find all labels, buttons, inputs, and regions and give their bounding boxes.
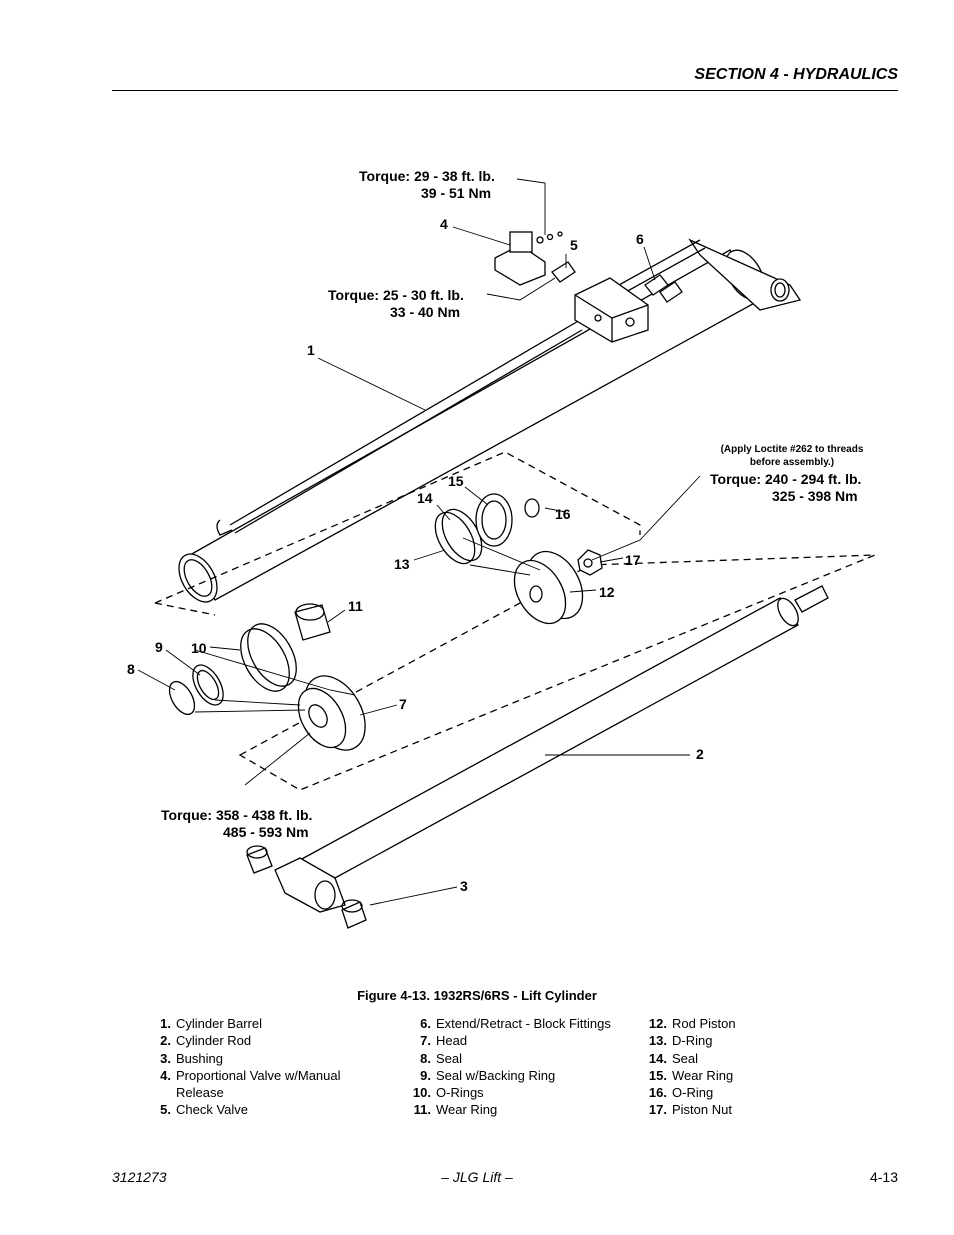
legend-item: 8.Seal [420, 1050, 463, 1066]
legend-item: 11.Wear Ring [413, 1102, 498, 1118]
legend-item: 15.Wear Ring [648, 1067, 734, 1083]
torque-callout-head: Torque: 358 - 438 ft. lb. 485 - 593 Nm [161, 807, 313, 840]
head-7 [297, 675, 366, 751]
cylinder-barrel [178, 238, 802, 603]
legend-column-2: 6.Extend/Retract - Block Fittings 7.Head… [409, 1015, 636, 1119]
valve-block [574, 277, 649, 343]
torque-callout-piston-nut: Torque: 240 - 294 ft. lb. 325 - 398 Nm [710, 471, 862, 504]
item-number-16: 16 [555, 506, 571, 522]
item-number-15: 15 [448, 473, 464, 489]
legend-column-3: 12.Rod Piston 13.D-Ring 14.Seal 15.Wear … [645, 1015, 837, 1119]
footer-publisher: – JLG Lift – [441, 1169, 513, 1185]
item-number-8: 8 [127, 661, 135, 677]
legend-column-1: 1.Cylinder Barrel 2.Cylinder Rod 3.Bushi… [149, 1015, 341, 1119]
rod-piston-12 [513, 550, 584, 625]
figure-caption: Figure 4-13. 1932RS/6RS - Lift Cylinder [357, 988, 597, 1003]
legend-item: 1.Cylinder Barrel [160, 1016, 262, 1031]
loctite-note: (Apply Loctite #262 to threads before as… [720, 444, 864, 468]
item-number-12: 12 [599, 584, 615, 600]
legend-item: 17.Piston Nut [648, 1102, 732, 1118]
item-number-9: 9 [155, 639, 163, 655]
item-number-1: 1 [307, 342, 315, 358]
torque-callout-check-valve: Torque: 25 - 30 ft. lb. 33 - 40 Nm [328, 287, 464, 320]
item-number-3: 3 [460, 878, 468, 894]
item-number-11: 11 [348, 598, 363, 614]
legend-item: 13.D-Ring [648, 1033, 713, 1049]
legend-item: 4.Proportional Valve w/Manual Release [160, 1067, 341, 1101]
item-number-14: 14 [417, 490, 433, 506]
legend-item: 12.Rod Piston [648, 1016, 736, 1031]
item-number-4: 4 [440, 216, 448, 232]
legend-item: 14.Seal [648, 1050, 699, 1066]
item-number-13: 13 [394, 556, 410, 572]
torque-callout-valve: Torque: 29 - 38 ft. lb. 39 - 51 Nm [359, 168, 495, 201]
item-number-10: 10 [191, 640, 207, 656]
legend-item: 7.Head [420, 1033, 468, 1049]
legend-item: 5.Check Valve [160, 1102, 249, 1118]
legend-item: 9.Seal w/Backing Ring [420, 1067, 556, 1083]
legend-item: 3.Bushing [160, 1050, 223, 1066]
doc-number: 3121273 [112, 1169, 167, 1185]
item-number-17: 17 [625, 552, 641, 568]
item-number-2: 2 [696, 746, 704, 762]
legend-item: 10.O-Rings [412, 1085, 484, 1101]
lift-cylinder-illustration [137, 178, 876, 929]
legend-item: 6.Extend/Retract - Block Fittings [420, 1016, 611, 1031]
legend-item: 16.O-Ring [648, 1085, 714, 1101]
page-header: SECTION 4 - HYDRAULICS [112, 66, 898, 91]
section-title: SECTION 4 - HYDRAULICS [694, 66, 898, 83]
wear-ring-15 [475, 493, 513, 547]
wear-ring-11 [294, 603, 331, 641]
cylinder-rod [274, 585, 829, 913]
item-number-5: 5 [570, 237, 578, 253]
legend-item: 2.Cylinder Rod [160, 1033, 252, 1049]
item-number-7: 7 [399, 696, 407, 712]
proportional-valve [494, 231, 563, 286]
item-number-6: 6 [636, 231, 644, 247]
page-number: 4-13 [869, 1169, 898, 1185]
